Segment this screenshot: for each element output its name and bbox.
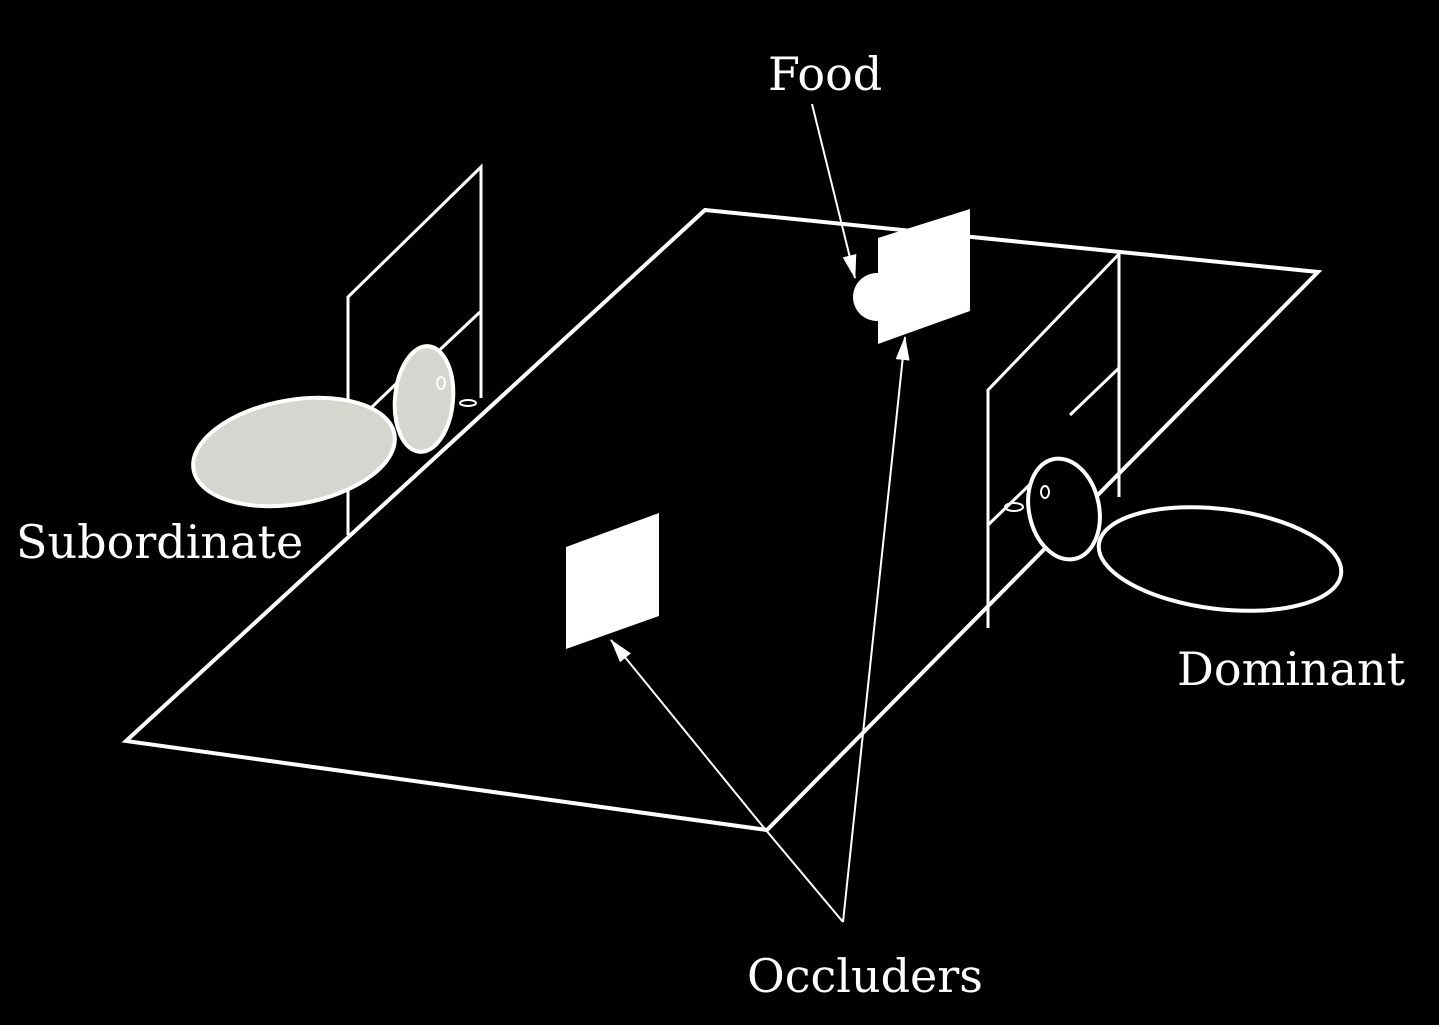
subordinate-label: Subordinate: [16, 515, 303, 569]
occluders-connector: [759, 822, 844, 923]
dominant-eye: [1040, 485, 1050, 499]
subordinate-body: [191, 395, 397, 509]
occluder-front: [566, 513, 659, 649]
occluders-label: Occluders: [747, 949, 983, 1003]
dominant-body: [1096, 505, 1344, 613]
subordinate-head: [392, 344, 456, 454]
occluder-arrow-back: [842, 336, 910, 923]
subordinate-eye: [436, 376, 446, 390]
food-arrow: [811, 103, 857, 279]
dominant-nose: [1004, 502, 1024, 512]
dominant-head: [1026, 456, 1102, 562]
occluder-arrow-front: [610, 639, 761, 824]
dominant-door: [986, 250, 1121, 628]
subordinate-animal: [191, 344, 477, 509]
occluder-back: [878, 209, 970, 344]
subordinate-nose: [459, 399, 477, 407]
dominant-label: Dominant: [1177, 642, 1406, 696]
food-label: Food: [768, 47, 882, 101]
dominant-animal: [1004, 456, 1344, 613]
